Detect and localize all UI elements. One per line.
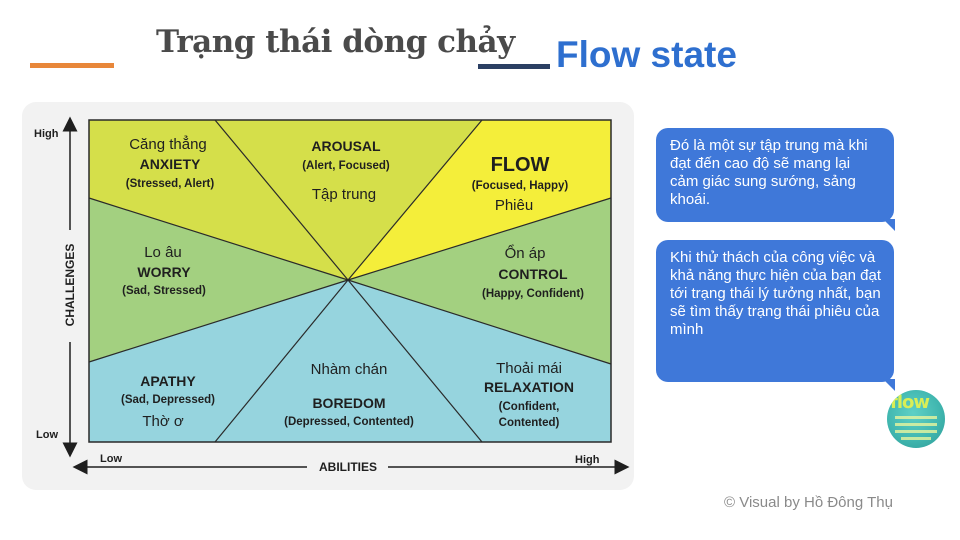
region-apathy bbox=[89, 280, 348, 442]
anxiety-vi: Căng thẳng bbox=[129, 135, 207, 153]
apathy-desc: (Sad, Depressed) bbox=[121, 394, 215, 406]
boredom-name: BOREDOM bbox=[312, 395, 385, 411]
region-anxiety bbox=[89, 120, 348, 280]
apathy-vi: Thờ ơ bbox=[142, 413, 184, 430]
worry-vi: Lo âu bbox=[144, 244, 182, 261]
diagram-border bbox=[88, 119, 612, 443]
flow-name: FLOW bbox=[491, 154, 550, 176]
arousal-desc: (Alert, Focused) bbox=[302, 160, 390, 172]
y-axis-low: Low bbox=[36, 429, 58, 441]
anxiety-desc: (Stressed, Alert) bbox=[126, 178, 215, 190]
region-worry bbox=[89, 198, 348, 362]
label-relaxation: Thoải mái RELAXATION (Confident, Content… bbox=[484, 360, 574, 429]
label-anxiety: Căng thẳng ANXIETY (Stressed, Alert) bbox=[126, 135, 215, 190]
control-vi: Ổn áp bbox=[505, 244, 546, 262]
speech-bubble-explanation: Khi thử thách của công việc và khả năng … bbox=[656, 240, 895, 391]
logo-stripe bbox=[895, 430, 937, 433]
arousal-vi: Tập trung bbox=[312, 186, 376, 203]
accent-line bbox=[30, 63, 114, 68]
y-axis-high: High bbox=[34, 128, 59, 140]
flow-diagram: CHALLENGES High Low ABILITIES Low High C… bbox=[34, 116, 630, 475]
boredom-desc: (Depressed, Contented) bbox=[284, 416, 414, 428]
region-boredom bbox=[215, 280, 482, 442]
relaxation-desc-line2: Contented) bbox=[499, 417, 560, 429]
worry-desc: (Sad, Stressed) bbox=[122, 285, 206, 297]
page-title-english: Flow state bbox=[556, 34, 737, 75]
x-axis-label: ABILITIES bbox=[319, 460, 377, 474]
label-boredom: Nhàm chán BOREDOM (Depressed, Contented) bbox=[284, 361, 414, 428]
arousal-name: AROUSAL bbox=[311, 138, 381, 154]
relaxation-name: RELAXATION bbox=[484, 379, 574, 395]
logo-stripe bbox=[901, 437, 931, 440]
x-axis-high: High bbox=[575, 454, 600, 466]
region-relaxation bbox=[348, 280, 611, 442]
worry-name: WORRY bbox=[137, 264, 191, 280]
label-flow: FLOW (Focused, Happy) Phiêu bbox=[472, 154, 569, 214]
label-apathy: APATHY (Sad, Depressed) Thờ ơ bbox=[121, 373, 215, 430]
speech-bubble-definition: Đó là một sự tập trung mà khi đạt đến ca… bbox=[656, 128, 895, 231]
label-worry: Lo âu WORRY (Sad, Stressed) bbox=[122, 244, 206, 297]
logo-stripe bbox=[895, 423, 937, 426]
relaxation-vi: Thoải mái bbox=[496, 360, 562, 377]
logo-stripe bbox=[895, 416, 937, 419]
page-title-vietnamese: Trạng thái dòng chảy bbox=[156, 24, 515, 60]
x-axis-low: Low bbox=[100, 453, 122, 465]
region-dividers bbox=[88, 119, 612, 443]
region-arousal bbox=[215, 120, 482, 280]
boredom-vi: Nhàm chán bbox=[311, 361, 388, 378]
label-arousal: AROUSAL (Alert, Focused) Tập trung bbox=[302, 138, 390, 203]
flow-logo-text: flow bbox=[890, 392, 930, 413]
y-axis: CHALLENGES High Low bbox=[34, 116, 78, 458]
flow-logo: flow bbox=[887, 390, 945, 448]
credit-text: © Visual by Hồ Đông Thụ bbox=[724, 494, 893, 511]
region-control bbox=[348, 198, 611, 364]
region-flow bbox=[348, 120, 611, 280]
apathy-name: APATHY bbox=[140, 373, 196, 389]
anxiety-name: ANXIETY bbox=[140, 156, 201, 172]
flow-desc: (Focused, Happy) bbox=[472, 180, 569, 192]
relaxation-desc-line1: (Confident, bbox=[499, 401, 560, 413]
title-underline bbox=[478, 64, 550, 69]
flow-vi: Phiêu bbox=[495, 197, 533, 214]
x-axis: ABILITIES Low High bbox=[72, 453, 630, 475]
y-axis-label: CHALLENGES bbox=[63, 244, 77, 327]
control-desc: (Happy, Confident) bbox=[482, 288, 584, 300]
label-control: Ổn áp CONTROL (Happy, Confident) bbox=[482, 244, 584, 300]
control-name: CONTROL bbox=[498, 266, 568, 282]
